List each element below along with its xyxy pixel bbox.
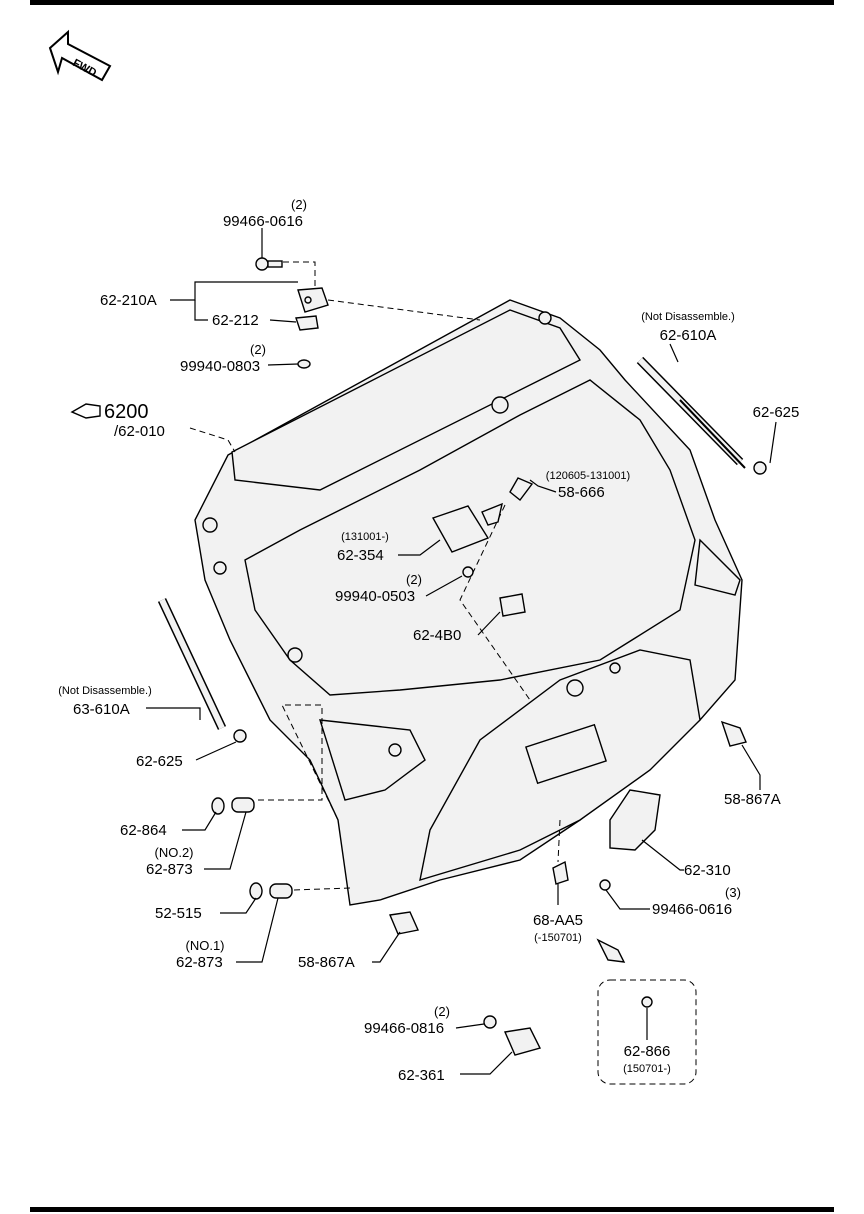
bracket-62-361 — [503, 1027, 542, 1056]
date-62-866: (150701-) — [623, 1063, 671, 1075]
strut-62-610A — [636, 356, 746, 469]
hinge-62-212 — [295, 315, 319, 331]
qty-99466-0616-bottom: (3) — [725, 885, 741, 900]
label-63-610A: 63-610A — [73, 701, 130, 718]
label-62-625-right: 62-625 — [753, 404, 800, 421]
label-62-864: 62-864 — [120, 822, 167, 839]
qty-99940-0503: (2) — [406, 572, 422, 587]
date-58-666: (120605-131001) — [546, 470, 630, 482]
qty-62-873-no2: (NO.2) — [155, 845, 194, 860]
label-58-666: 58-666 — [558, 484, 605, 501]
clip-68-AA5 — [552, 860, 569, 885]
date-68-AA5: (-150701) — [534, 932, 582, 944]
label-62-354: 62-354 — [337, 547, 384, 564]
pointer-arrow-icon — [596, 938, 626, 963]
lens-62-864 — [211, 797, 225, 815]
clip-58-867A-left — [389, 911, 419, 935]
strut-63-610A — [157, 598, 227, 730]
label-62-361: 62-361 — [398, 1067, 445, 1084]
variant-box — [597, 979, 697, 1085]
hinge-62-210A — [297, 287, 329, 313]
bottom-border — [30, 1207, 834, 1212]
top-border — [30, 0, 834, 5]
direction-arrow-icon — [481, 502, 503, 526]
fwd-arrow-icon: FWD — [48, 29, 112, 82]
label-58-867A-right: 58-867A — [724, 791, 781, 808]
label-62-310: 62-310 — [684, 862, 731, 879]
label-99940-0503: 99940-0503 — [335, 588, 415, 605]
clip-62-866 — [641, 996, 653, 1008]
note-63-610A: (Not Disassemble.) — [58, 685, 152, 697]
date-62-354: (131001-) — [341, 531, 389, 543]
label-ref-6200: 6200 — [104, 401, 149, 423]
label-62-873-no2: 62-873 — [146, 861, 193, 878]
label-99466-0616-bottom: 99466-0616 — [652, 901, 732, 918]
bolt-99466-0816 — [483, 1015, 497, 1029]
label-62-210A: 62-210A — [100, 292, 157, 309]
bolt-99466-0616-top — [255, 257, 283, 271]
bolt-62-625-left — [233, 729, 247, 743]
nut-99940-0803 — [297, 359, 311, 369]
qty-62-873-no1: (NO.1) — [186, 938, 225, 953]
liftgate-panel — [194, 299, 743, 906]
leader-lines — [146, 228, 777, 1075]
qty-99940-0803: (2) — [250, 342, 266, 357]
label-62-010: /62-010 — [114, 423, 165, 440]
label-99466-0816: 99466-0816 — [364, 1020, 444, 1037]
bracket-62-4B0 — [499, 593, 526, 617]
bracket-58-666 — [509, 477, 534, 501]
callout-labels: (2) 99466-0616 62-210A 62-212 (2) 99940-… — [58, 197, 799, 1084]
label-62-4B0: 62-4B0 — [413, 627, 461, 644]
label-58-867A-left: 58-867A — [298, 954, 355, 971]
qty-99466-0816: (2) — [434, 1004, 450, 1019]
note-62-610A: (Not Disassemble.) — [641, 311, 735, 323]
socket-62-873-no2 — [231, 797, 255, 813]
label-99940-0803: 99940-0803 — [180, 358, 260, 375]
clip-58-867A-right — [720, 720, 747, 747]
lens-52-515 — [249, 882, 263, 900]
label-62-866: 62-866 — [624, 1043, 671, 1060]
label-62-212: 62-212 — [212, 312, 259, 329]
nut-99940-0503 — [462, 566, 474, 578]
bolt-99466-0616-bottom — [599, 879, 611, 891]
latch-62-310 — [609, 789, 661, 851]
reference-hand-icon — [70, 403, 101, 419]
module-62-354 — [431, 505, 490, 553]
label-99466-0616-top: 99466-0616 — [223, 213, 303, 230]
label-62-625-left: 62-625 — [136, 753, 183, 770]
label-52-515: 52-515 — [155, 905, 202, 922]
label-62-610A: 62-610A — [660, 327, 717, 344]
bolt-62-625-right — [753, 461, 767, 475]
label-68-AA5: 68-AA5 — [533, 912, 583, 929]
socket-62-873-no1 — [269, 883, 293, 899]
label-62-873-no1: 62-873 — [176, 954, 223, 971]
qty-99466-0616-top: (2) — [291, 197, 307, 212]
